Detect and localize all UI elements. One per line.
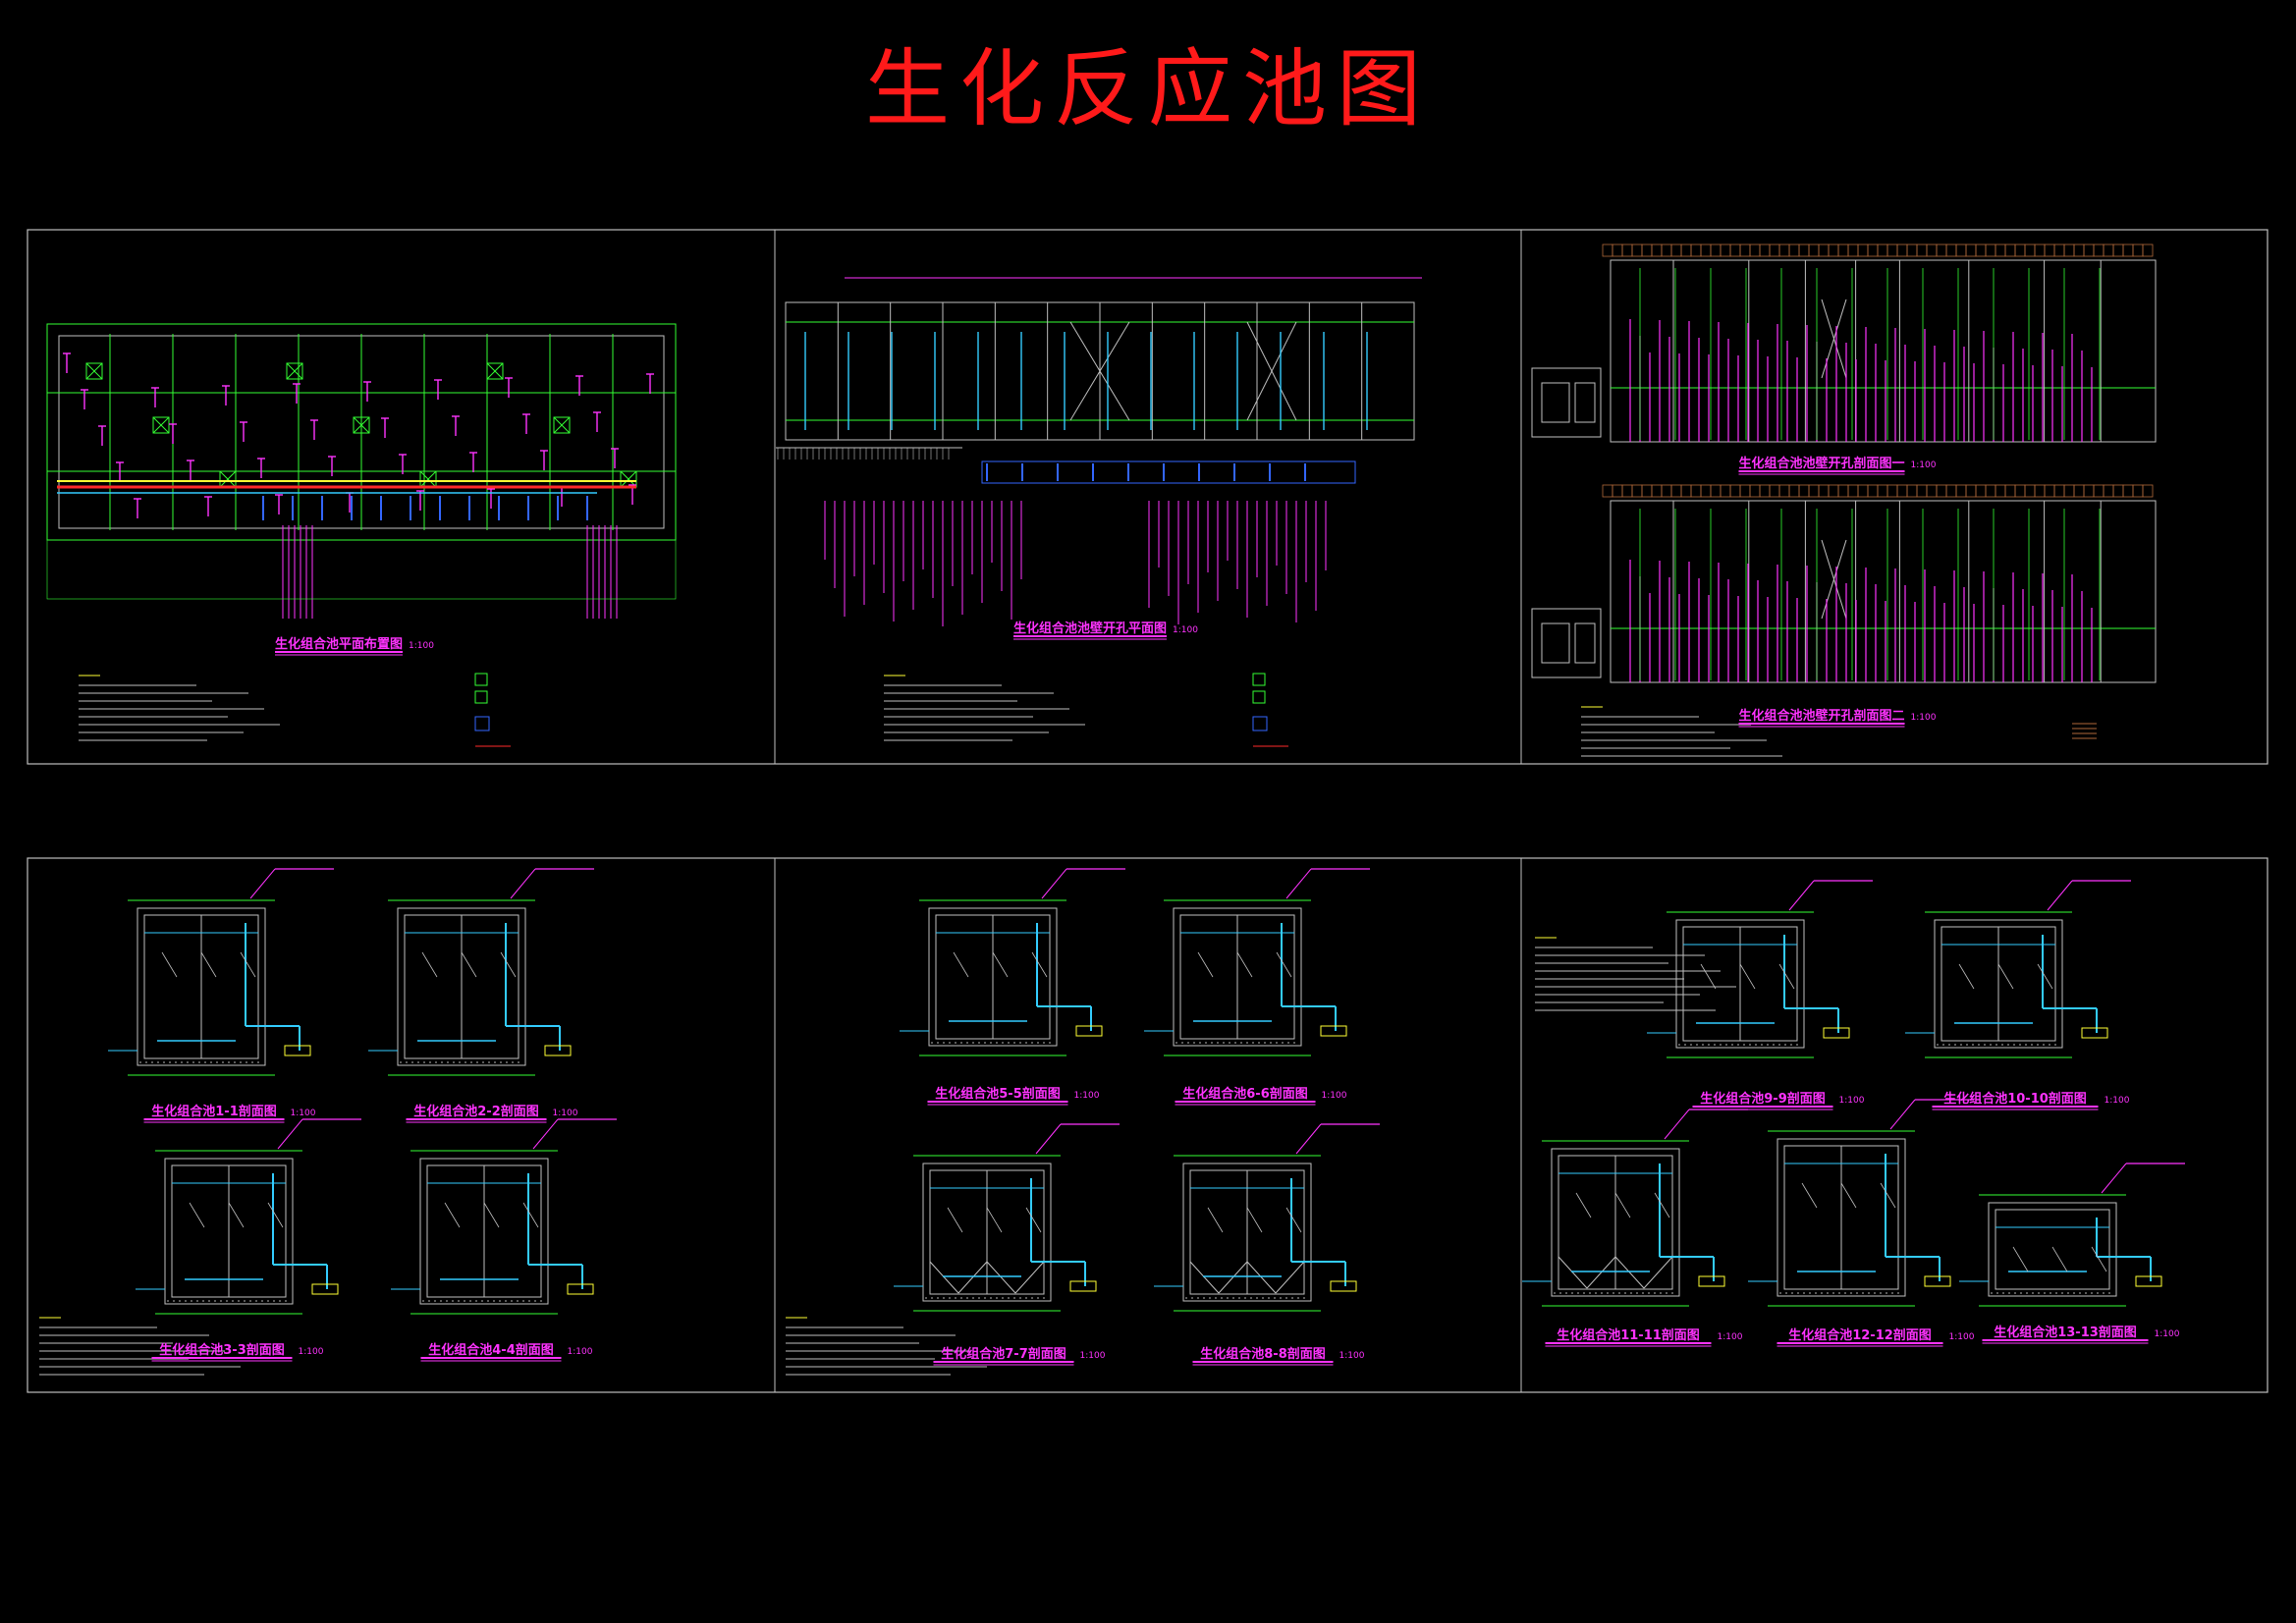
drawing-details <box>39 243 2185 1376</box>
caption-hole-section-2-scale: 1:100 <box>1911 713 1937 723</box>
caption-hole-section-2-text: 生化组合池池壁开孔剖面图二 <box>1738 708 1904 724</box>
caption-section-11-11-text: 生化组合池11-11剖面图 <box>1557 1327 1700 1343</box>
caption-section-2-2: 生化组合池2-2剖面图 1:100 <box>406 1104 578 1123</box>
caption-section-4-4-text: 生化组合池4-4剖面图 <box>428 1342 554 1358</box>
caption-section-12-12-scale: 1:100 <box>1949 1332 1975 1342</box>
caption-section-9-9-scale: 1:100 <box>1839 1096 1865 1106</box>
caption-section-9-9-text: 生化组合池9-9剖面图 <box>1700 1091 1826 1107</box>
caption-section-7-7: 生化组合池7-7剖面图 1:100 <box>933 1346 1106 1366</box>
caption-section-11-11: 生化组合池11-11剖面图 1:100 <box>1545 1327 1743 1347</box>
caption-section-10-10-scale: 1:100 <box>2105 1096 2130 1106</box>
caption-section-5-5-text: 生化组合池5-5剖面图 <box>935 1086 1061 1102</box>
caption-section-6-6: 生化组合池6-6剖面图 1:100 <box>1175 1086 1347 1106</box>
caption-section-4-4: 生化组合池4-4剖面图 1:100 <box>420 1342 593 1362</box>
caption-section-10-10-text: 生化组合池10-10剖面图 <box>1943 1091 2087 1107</box>
caption-section-9-9: 生化组合池9-9剖面图 1:100 <box>1692 1091 1865 1110</box>
caption-section-6-6-scale: 1:100 <box>1322 1091 1347 1101</box>
caption-section-12-12-text: 生化组合池12-12剖面图 <box>1788 1327 1932 1343</box>
caption-section-7-7-scale: 1:100 <box>1080 1351 1106 1361</box>
caption-pipe-plan-text: 生化组合池池壁开孔平面图 <box>1013 621 1167 636</box>
caption-plan: 生化组合池平面布置图 1:100 <box>275 636 434 656</box>
caption-section-6-6-text: 生化组合池6-6剖面图 <box>1182 1086 1308 1102</box>
caption-section-8-8-text: 生化组合池8-8剖面图 <box>1200 1346 1326 1362</box>
caption-section-7-7-text: 生化组合池7-7剖面图 <box>941 1346 1066 1362</box>
drawing-title: 生化反应池图 <box>865 40 1431 138</box>
caption-section-2-2-text: 生化组合池2-2剖面图 <box>413 1104 539 1119</box>
caption-plan-scale: 1:100 <box>409 641 434 651</box>
sheet-frames <box>27 229 2269 1393</box>
caption-pipe-plan: 生化组合池池壁开孔平面图 1:100 <box>1013 621 1198 640</box>
caption-section-8-8-scale: 1:100 <box>1339 1351 1365 1361</box>
caption-section-11-11-scale: 1:100 <box>1718 1332 1743 1342</box>
caption-hole-section-1-scale: 1:100 <box>1911 460 1937 470</box>
caption-section-1-1: 生化组合池1-1剖面图 1:100 <box>143 1104 316 1123</box>
caption-section-3-3-text: 生化组合池3-3剖面图 <box>159 1342 285 1358</box>
caption-plan-text: 生化组合池平面布置图 <box>275 636 403 652</box>
caption-hole-section-1-text: 生化组合池池壁开孔剖面图一 <box>1738 456 1904 471</box>
caption-section-13-13-text: 生化组合池13-13剖面图 <box>1994 1325 2137 1340</box>
caption-hole-section-1: 生化组合池池壁开孔剖面图一 1:100 <box>1738 456 1937 475</box>
caption-section-1-1-scale: 1:100 <box>291 1109 316 1118</box>
caption-section-3-3-scale: 1:100 <box>299 1347 324 1357</box>
caption-section-5-5-scale: 1:100 <box>1074 1091 1100 1101</box>
caption-section-4-4-scale: 1:100 <box>568 1347 593 1357</box>
sheet-row-frame-1 <box>27 229 2269 765</box>
caption-section-13-13-scale: 1:100 <box>2155 1329 2180 1339</box>
caption-hole-section-2: 生化组合池池壁开孔剖面图二 1:100 <box>1738 708 1937 728</box>
caption-section-3-3: 生化组合池3-3剖面图 1:100 <box>151 1342 324 1362</box>
caption-section-10-10: 生化组合池10-10剖面图 1:100 <box>1932 1091 2130 1110</box>
caption-pipe-plan-scale: 1:100 <box>1173 625 1198 635</box>
caption-section-5-5: 生化组合池5-5剖面图 1:100 <box>927 1086 1100 1106</box>
caption-section-13-13: 生化组合池13-13剖面图 1:100 <box>1982 1325 2180 1344</box>
caption-section-2-2-scale: 1:100 <box>553 1109 578 1118</box>
sheet-row-frame-2 <box>27 857 2269 1393</box>
caption-section-1-1-text: 生化组合池1-1剖面图 <box>151 1104 277 1119</box>
caption-section-8-8: 生化组合池8-8剖面图 1:100 <box>1192 1346 1365 1366</box>
caption-section-12-12: 生化组合池12-12剖面图 1:100 <box>1777 1327 1975 1347</box>
